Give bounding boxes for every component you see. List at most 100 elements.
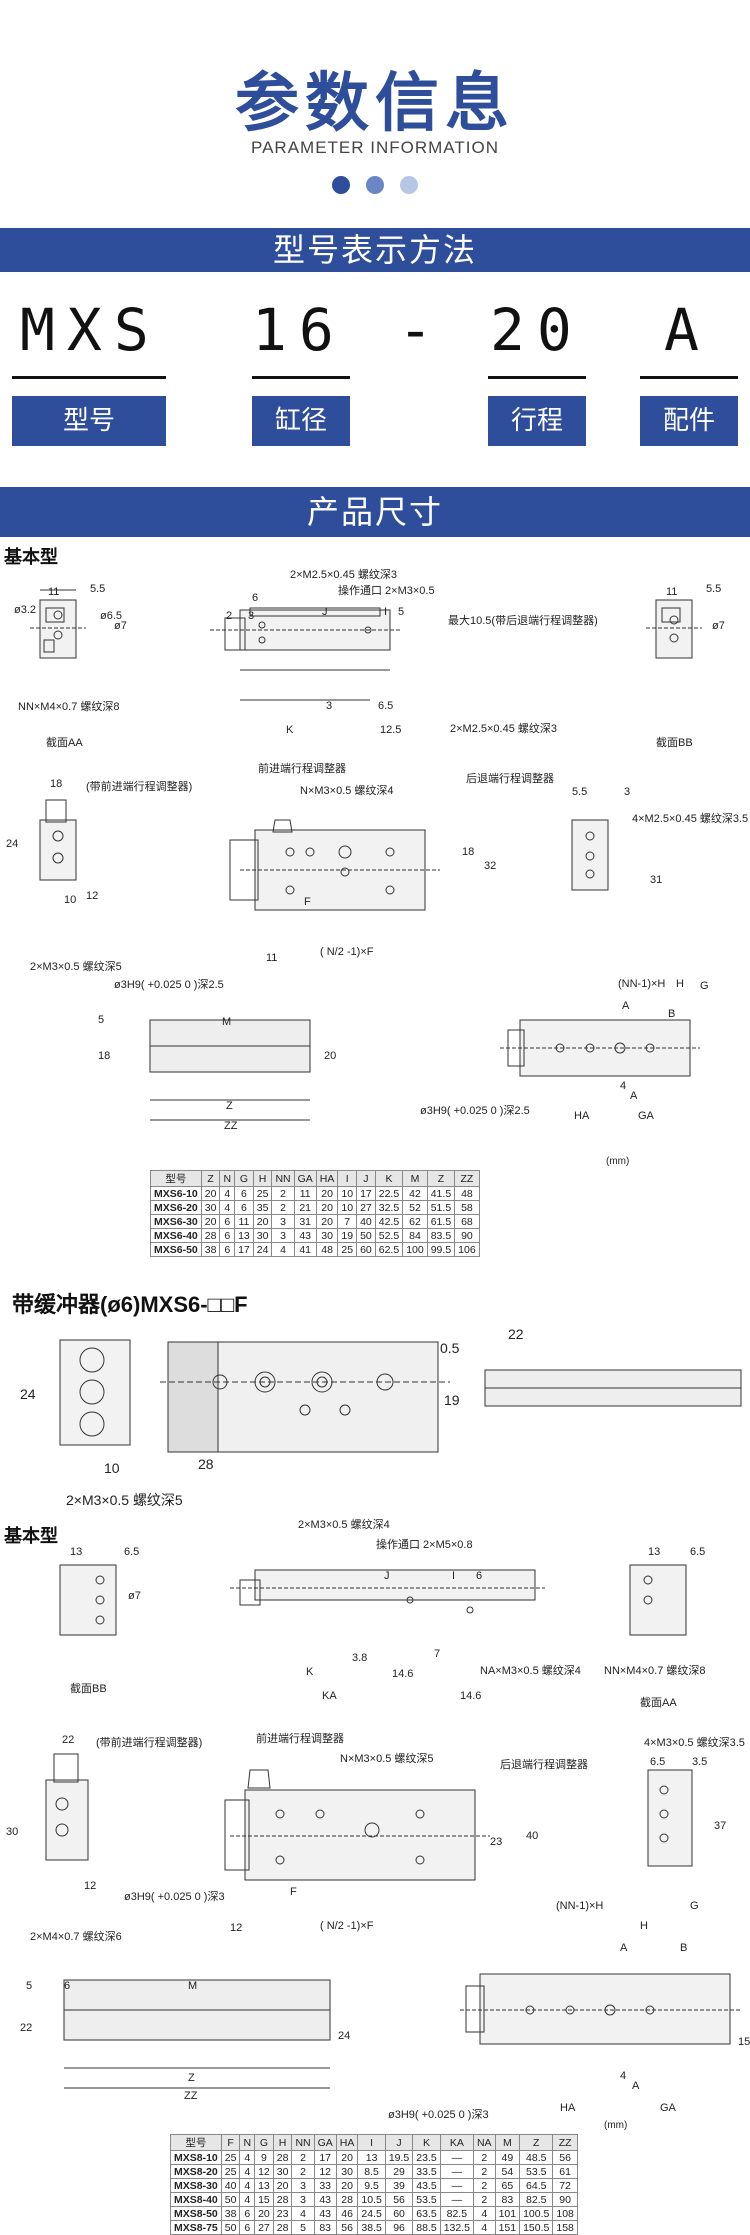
table-header-cell: ZZ [552, 2134, 578, 2151]
table-cell: 108 [552, 2206, 578, 2221]
table-cell: MXS6-40 [150, 1228, 202, 1243]
table-cell: 20 [335, 2178, 359, 2193]
label-bore: 缸径 [252, 396, 350, 446]
table-cell: 43 [313, 2206, 337, 2221]
section-aa-label-2: 截面AA [640, 1697, 677, 1709]
table-cell: 12 [313, 2164, 337, 2179]
note-m25-3: 2×M2.5×0.45 螺纹深3 [290, 569, 398, 581]
section-bb-label: 截面BB [656, 737, 693, 749]
table-cell: 3 [291, 2178, 315, 2193]
table-cell: 2 [291, 2150, 315, 2165]
table-cell: 53.5 [519, 2164, 554, 2179]
table-cell: 25 [220, 2150, 241, 2165]
table-cell: 28 [272, 2150, 293, 2165]
table-cell: 61 [552, 2164, 578, 2179]
table-header-cell: ZZ [454, 1170, 480, 1187]
dot-2 [366, 176, 384, 194]
table-cell: 90 [552, 2192, 578, 2207]
table-cell: 4 [472, 2220, 496, 2235]
basic-type-label-1: 基本型 [4, 547, 58, 567]
table-header-cell: I [357, 2134, 386, 2151]
note-nf-2: ( N/2 -1)×F [320, 1920, 374, 1932]
mxs8-bottom-drawings [63, 1973, 740, 2089]
table-cell: 56 [335, 2220, 359, 2235]
table-cell: 33 [313, 2178, 337, 2193]
note-max105: 最大10.5(带后退端行程调整器) [448, 615, 598, 627]
note-nn-2: NN×M4×0.7 螺纹深8 [604, 1665, 706, 1677]
table-cell: 38 [200, 1242, 221, 1257]
table-cell: 54 [494, 2164, 521, 2179]
table-cell: 25 [252, 1186, 273, 1201]
table-cell: 62 [402, 1214, 428, 1229]
table-cell: MXS8-10 [170, 2150, 222, 2165]
table-cell: MXS8-75 [170, 2220, 222, 2235]
table-header-cell: M [402, 1170, 428, 1187]
dot-1 [332, 176, 350, 194]
table-cell: 11 [293, 1186, 317, 1201]
table-cell: 64.5 [519, 2178, 554, 2193]
note-pin3: ø3H9( +0.025 0 )深3 [124, 1891, 225, 1903]
table-header-cell: Z [519, 2134, 554, 2151]
table-cell: 53.5 [412, 2192, 441, 2207]
dimensions-section-title: 产品尺寸 [0, 487, 750, 537]
table-cell: 13 [234, 1228, 254, 1243]
table-cell: 99.5 [426, 1242, 456, 1257]
table-header-cell: I [337, 1170, 358, 1187]
table-header-cell: KA [439, 2134, 474, 2151]
table-cell: 50 [356, 1228, 376, 1243]
table-cell: 72 [552, 2178, 578, 2193]
table-cell: 60 [356, 1242, 376, 1257]
basic-type-top-drawings [30, 589, 702, 701]
table-cell: — [439, 2192, 474, 2207]
table-cell: 20 [252, 1214, 273, 1229]
table-cell: 13 [357, 2150, 386, 2165]
table-cell: 30 [315, 1228, 339, 1243]
table-header-cell: 型号 [170, 2134, 222, 2151]
table-cell: 90 [454, 1228, 480, 1243]
note-front-adj-2: 前进端行程调整器 [256, 1733, 344, 1745]
table-cell: 22.5 [374, 1186, 404, 1201]
table-cell: 58 [454, 1200, 480, 1215]
table-cell: 39 [384, 2178, 414, 2193]
table-cell: 25 [220, 2164, 241, 2179]
table-header-cell: GA [313, 2134, 337, 2151]
table-cell: 6 [234, 1200, 254, 1215]
table-cell: 4 [239, 2150, 256, 2165]
table-header-cell: Z [426, 1170, 456, 1187]
basic-type-label-2: 基本型 [4, 1526, 58, 1546]
table-cell: 56 [384, 2192, 414, 2207]
note-nf: ( N/2 -1)×F [320, 946, 374, 958]
table-header-cell: J [384, 2134, 414, 2151]
table-cell: MXS6-50 [150, 1242, 202, 1257]
table-cell: 8.5 [357, 2164, 386, 2179]
table-cell: 30 [252, 1228, 273, 1243]
table-cell: 4 [219, 1186, 236, 1201]
table-cell: 43 [293, 1228, 317, 1243]
table-cell: 13 [254, 2178, 274, 2193]
table-cell: 28 [272, 2220, 293, 2235]
note-rear-adj-2: 后退端行程调整器 [500, 1759, 588, 1771]
table-cell: 32.5 [374, 1200, 404, 1215]
table-cell: 17 [313, 2150, 337, 2165]
buffer-section-title: 带缓冲器(ø6)MXS6-□□F [12, 1292, 248, 1317]
table-cell: MXS8-30 [170, 2178, 222, 2193]
table-cell: 3 [271, 1228, 295, 1243]
table-cell: 106 [454, 1242, 480, 1257]
section-bb-label-2: 截面BB [70, 1683, 107, 1695]
table-header-cell: NN [291, 2134, 315, 2151]
code-stroke: 20 [490, 296, 584, 364]
mxs8-top-drawings [59, 1564, 687, 1636]
table-cell: 4 [239, 2178, 256, 2193]
table-cell: 51.5 [426, 1200, 456, 1215]
code-dash: - [398, 296, 445, 364]
table-cell: 4 [239, 2192, 256, 2207]
table-cell: 20 [254, 2206, 274, 2221]
table-cell: 20 [200, 1214, 221, 1229]
table-cell: 27 [356, 1200, 376, 1215]
